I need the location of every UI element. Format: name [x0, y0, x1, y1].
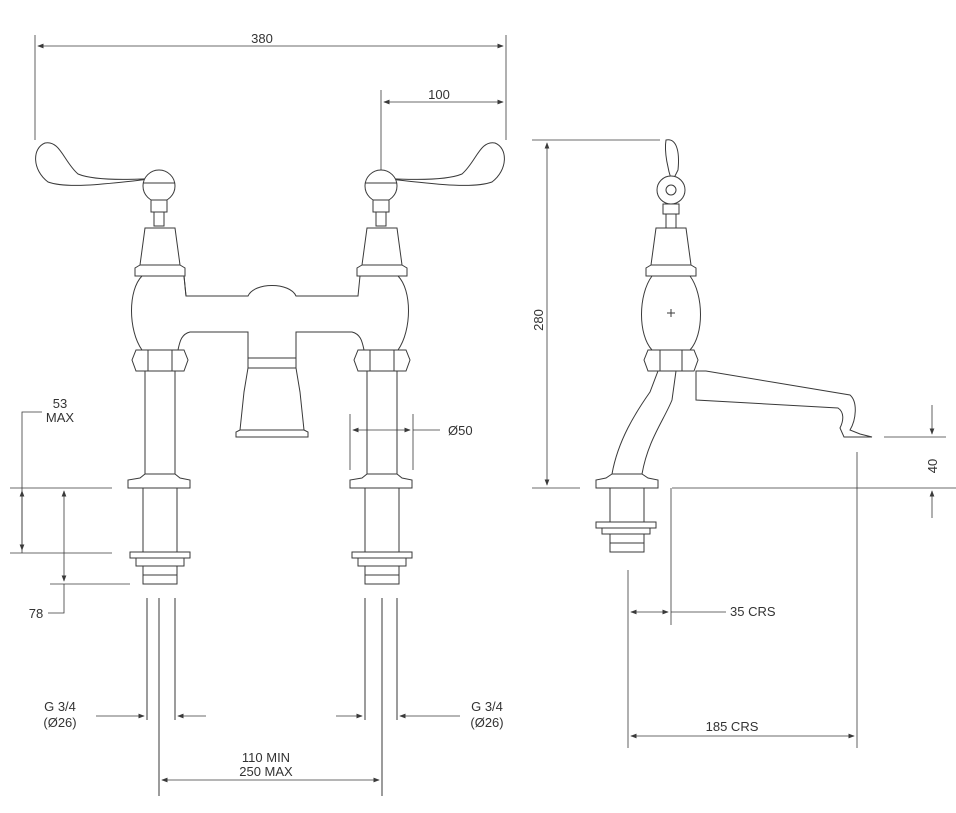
spout-outlet	[235, 357, 309, 438]
left-spindle	[150, 199, 168, 213]
dim-centres-35: 35 CRS	[730, 604, 776, 619]
dim-thread-left-diameter: (Ø26)	[43, 715, 76, 730]
right-shank	[364, 487, 400, 553]
side-view	[595, 139, 873, 553]
left-lever-handle	[35, 142, 161, 186]
dim-centres-185: 185 CRS	[706, 719, 759, 734]
dim-height-overall: 280	[531, 309, 546, 331]
dim-centres-max: 250 MAX	[239, 764, 293, 779]
side-handle-hub	[656, 175, 686, 205]
side-spout	[695, 370, 873, 438]
left-leg	[144, 370, 176, 475]
side-shank	[609, 487, 645, 523]
dim-width-overall: 380	[251, 31, 273, 46]
right-lever-handle	[379, 142, 505, 186]
right-spindle	[372, 199, 390, 213]
left-hex-nut	[131, 349, 189, 372]
dim-deck-max-unit: MAX	[46, 410, 75, 425]
side-headwork	[645, 227, 697, 277]
right-headwork	[356, 227, 408, 277]
dim-centres-min: 110 MIN	[242, 750, 290, 765]
bridge-body	[131, 275, 409, 359]
right-handle-hub	[364, 169, 398, 203]
side-hex-nut	[643, 349, 699, 372]
dim-deck-max-value: 53	[53, 396, 67, 411]
side-lever	[665, 139, 679, 184]
right-hex-nut	[353, 349, 411, 372]
right-leg	[366, 370, 398, 475]
dim-thread-left-size: G 3/4	[44, 699, 76, 714]
dim-thread-right-size: G 3/4	[471, 699, 503, 714]
dim-handle-offset: 100	[428, 87, 450, 102]
dim-body-diameter: Ø50	[448, 423, 473, 438]
dim-spout-height: 40	[925, 459, 940, 473]
dim-shank-length: 78	[29, 606, 43, 621]
dimensions: 380 100 280 Ø50 53 MAX 78 G 3/4 (Ø26)	[10, 31, 956, 783]
side-riser	[611, 370, 677, 475]
left-handle-hub	[142, 169, 176, 203]
front-view	[35, 142, 505, 796]
left-headwork	[134, 227, 186, 277]
dim-thread-right-diameter: (Ø26)	[470, 715, 503, 730]
left-shank	[142, 487, 178, 553]
